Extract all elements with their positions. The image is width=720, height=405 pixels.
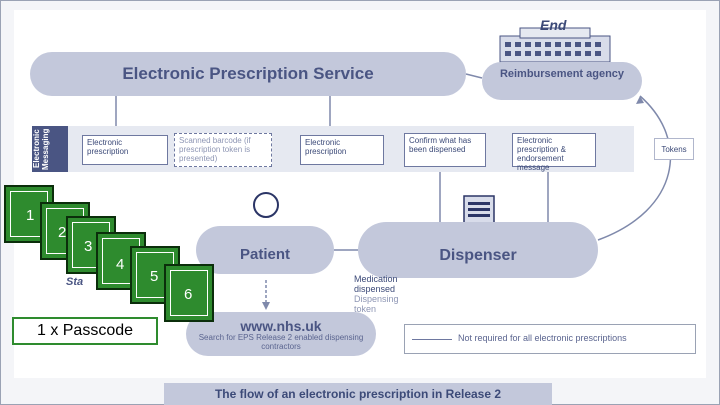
arrow-dispenser-to-reimb xyxy=(597,95,672,241)
starting-point-label: Sta xyxy=(66,276,84,288)
end-label: End xyxy=(540,17,567,33)
tokens-label: Tokens xyxy=(654,138,694,160)
eps-node: Electronic Prescription Service xyxy=(30,52,466,96)
step-card-6: 6 xyxy=(164,264,214,322)
patient-node: Patient xyxy=(196,226,334,274)
medication-label: Medication dispensed Dispensing token xyxy=(354,274,418,314)
message-box: Confirm what has been dispensed xyxy=(404,133,486,167)
step-number: 6 xyxy=(184,286,193,303)
arrow-eps-to-reimb xyxy=(465,73,483,79)
nhs-title: www.nhs.uk xyxy=(240,318,322,334)
step-number: 2 xyxy=(58,224,67,241)
message-box: Electronic prescription xyxy=(82,135,168,165)
medication-dispensed-text: Medication dispensed xyxy=(354,274,398,294)
diagram-caption: The flow of an electronic prescription i… xyxy=(164,383,552,405)
step-number: 4 xyxy=(116,256,125,273)
passcode-label: 1 x Passcode xyxy=(12,317,158,345)
dispensing-token-text: Dispensing token xyxy=(354,294,399,314)
message-box: Electronic prescription & endorsement me… xyxy=(512,133,596,172)
nhs-subtitle: Search for EPS Release 2 enabled dispens… xyxy=(198,333,364,351)
step-number: 1 xyxy=(26,207,35,224)
legend-box xyxy=(404,324,696,354)
legend-text: Not required for all electronic prescrip… xyxy=(458,333,627,343)
step-number: 5 xyxy=(150,268,159,285)
legend-line-sample xyxy=(412,339,452,340)
building-icon xyxy=(499,27,611,63)
nhs-website-node: www.nhs.uk Search for EPS Release 2 enab… xyxy=(186,312,376,356)
step-number: 3 xyxy=(84,238,93,255)
dispenser-node: Dispenser xyxy=(358,222,598,278)
messaging-label: Electronic Messaging xyxy=(32,126,68,172)
reimbursement-node: Reimbursement agency xyxy=(482,62,642,100)
message-box: Electronic prescription xyxy=(300,135,384,165)
message-box: Scanned barcode (if prescription token i… xyxy=(174,133,272,167)
